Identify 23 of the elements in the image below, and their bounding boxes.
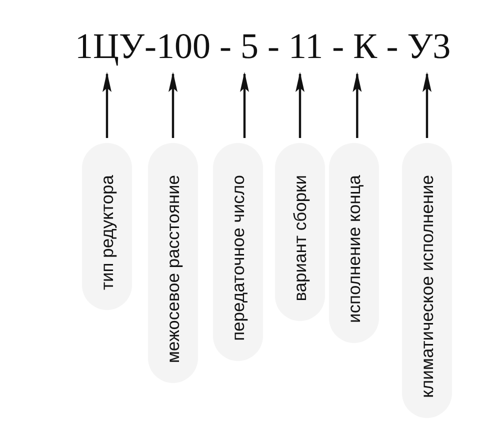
arrow: [102, 72, 112, 138]
code-label: 11: [288, 28, 324, 64]
dash-separator: -: [144, 28, 156, 64]
field-description: тип редуктора: [96, 175, 118, 290]
dash-separator: -: [332, 28, 344, 64]
code-label: 100: [156, 28, 210, 64]
code-label: У3: [407, 28, 451, 64]
arrow: [352, 72, 362, 138]
arrow: [422, 72, 432, 138]
field-description: исполнение конца: [344, 175, 364, 323]
dash-separator: -: [386, 28, 398, 64]
arrow: [240, 72, 249, 138]
code-label: 1ЦУ: [75, 28, 144, 64]
code-label: К: [353, 28, 378, 64]
field-description: межосевое расстояние: [162, 175, 184, 364]
code-label: 5: [240, 28, 258, 64]
field-description: вариант сборки: [290, 175, 310, 302]
field-description: климатическое исполнение: [416, 175, 438, 398]
dash-separator: -: [268, 28, 280, 64]
dash-separator: -: [220, 28, 232, 64]
field-description: передаточное число: [228, 175, 248, 341]
arrow: [296, 72, 304, 138]
arrow: [168, 72, 178, 138]
